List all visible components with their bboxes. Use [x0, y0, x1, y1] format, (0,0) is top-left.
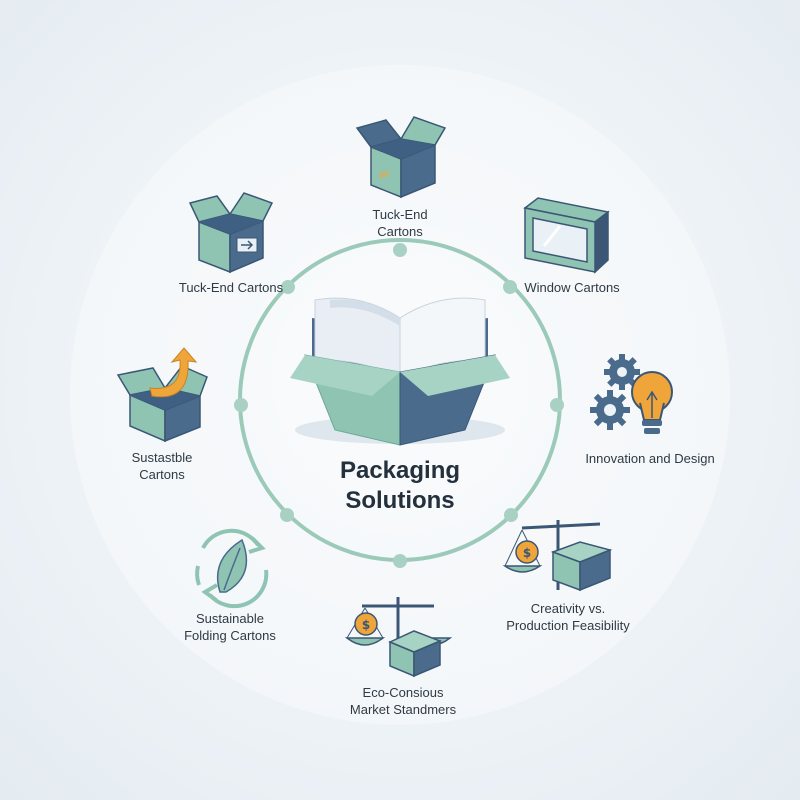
- ring-node-bottom-left: [280, 508, 294, 522]
- label-top-tuck-end: Tuck-End Cartons: [372, 207, 428, 239]
- central-open-box-icon: [290, 297, 510, 446]
- window-carton-icon: [523, 197, 610, 274]
- label-creativity-feasibility: Creativity vs. Production Feasibility: [506, 601, 630, 633]
- center-title-line2: Solutions: [345, 487, 455, 514]
- svg-text:⇄: ⇄: [379, 167, 389, 181]
- label-sustastble-cartons: Sustastble Cartons: [131, 450, 193, 482]
- ring-node-right: [550, 398, 564, 412]
- label-sustainable-folding: Sustainable Folding Cartons: [184, 611, 276, 643]
- scale-dollar-icon: $: [344, 597, 453, 678]
- dollar-symbol: $: [523, 546, 531, 560]
- scale-box-icon: $: [502, 520, 613, 592]
- label-window-cartons: Window Cartons: [524, 280, 620, 295]
- ring-node-bottom-right: [504, 508, 518, 522]
- gears-lightbulb-icon: [590, 354, 673, 434]
- recycle-box-icon: [116, 347, 208, 443]
- ring-nodes: [234, 243, 564, 568]
- label-innovation-design: Innovation and Design: [585, 451, 715, 466]
- open-box-arrow-icon: [188, 192, 274, 274]
- label-tuck-end-cartons: Tuck-End Cartons: [178, 280, 284, 295]
- open-box-icon: ⇄: [355, 116, 447, 199]
- ring-node-bottom: [393, 554, 407, 568]
- center-title: Packaging Solutions: [300, 456, 500, 516]
- ring-node-top-left: [281, 280, 295, 294]
- center-title-line1: Packaging: [339, 457, 461, 484]
- label-eco-conscious: Eco-Consious Market Standmers: [349, 685, 457, 717]
- dollar-symbol: $: [362, 618, 370, 632]
- leaf-cycle-icon: [195, 528, 269, 609]
- ring-node-top: [393, 243, 407, 257]
- ring-node-top-right: [503, 280, 517, 294]
- ring-node-left: [234, 398, 248, 412]
